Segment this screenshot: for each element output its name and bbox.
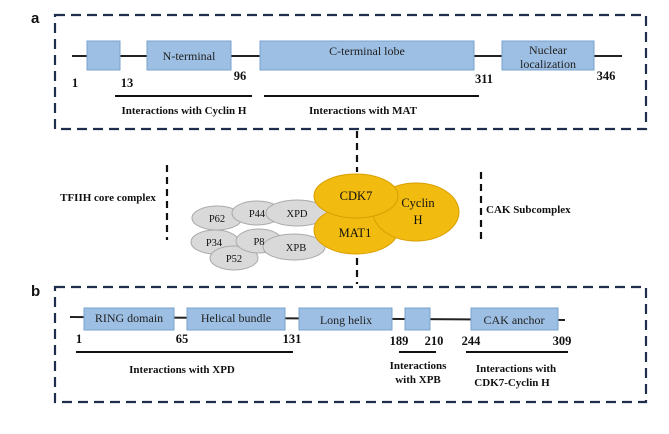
- panel-a-num-13: 13: [121, 76, 134, 90]
- protein-p52-label: P52: [226, 254, 242, 265]
- panel-b-interaction-cak-2: CDK7-Cyclin H: [474, 377, 550, 389]
- panel-a-letter: a: [31, 10, 40, 27]
- protein-cdk7-label: CDK7: [340, 189, 373, 203]
- protein-cdk7: [313, 173, 399, 219]
- protein-cyclin-h-label: H: [413, 213, 422, 227]
- panel-b-interaction-cak-1: Interactions with: [476, 363, 556, 375]
- panel-a-frame: [53, 13, 648, 131]
- panel-a-interaction-mat: Interactions with MAT: [309, 105, 418, 117]
- panel-b-num-244: 244: [462, 334, 482, 348]
- panel-b-num-1: 1: [76, 332, 82, 346]
- panel-b-num-210: 210: [425, 334, 444, 348]
- protein-p34-label: P34: [206, 238, 223, 249]
- protein-mat1-label: MAT1: [339, 226, 372, 240]
- protein-p44-label: P44: [249, 209, 266, 220]
- cak-subcomplex-label: CAK Subcomplex: [486, 204, 571, 216]
- panel-a-domain-nuclear: [501, 40, 595, 71]
- panel-a-domain-n-terminal: [146, 40, 232, 71]
- panel-b-domain-small: [404, 307, 431, 331]
- panel-b-num-65: 65: [176, 332, 189, 346]
- core-complex-label: TFIIH core complex: [60, 192, 156, 204]
- panel-b-interaction-xpb-1: Interactions: [390, 360, 448, 372]
- panel-a-num-1: 1: [72, 76, 78, 90]
- panel-a-domain-nuclear-label-2: localization: [520, 57, 576, 71]
- panel-b-interaction-xpd: Interactions with XPD: [129, 364, 235, 376]
- protein-xpd-label: XPD: [286, 209, 307, 220]
- panel-a-domain-nuclear-label-1: Nuclear: [529, 43, 567, 57]
- panel-b-domain-helical-label: Helical bundle: [201, 311, 271, 325]
- panel-b-letter: b: [31, 283, 40, 300]
- panel-b-domain-long-helix-label: Long helix: [320, 313, 372, 327]
- panel-b-num-309: 309: [553, 334, 572, 348]
- panel-b-domain-cak-anchor-label: CAK anchor: [484, 313, 545, 327]
- panel-b-frame: [53, 285, 648, 404]
- panel-a-domain-n-terminal-label: N-terminal: [163, 49, 216, 63]
- panel-a-domain-small: [86, 40, 121, 71]
- protein-cyclin-label: Cyclin: [401, 196, 435, 210]
- protein-p8-label: P8: [253, 237, 264, 248]
- protein-p62-label: P62: [209, 214, 225, 225]
- panel-b-domain-ring: [83, 307, 175, 331]
- panel-a-domain-c-terminal: [259, 40, 475, 71]
- protein-xpb-label: XPB: [286, 243, 306, 254]
- panel-b-domain-cak-anchor: [470, 307, 559, 331]
- panel-b-domain-ring-label: RING domain: [95, 311, 163, 325]
- panel-a-interaction-cyclin-h: Interactions with Cyclin H: [122, 105, 247, 117]
- panel-b-interaction-xpb-2: with XPB: [395, 374, 441, 386]
- panel-a-num-96: 96: [234, 69, 247, 83]
- panel-b-domain-helical: [186, 307, 286, 331]
- panel-a-num-346: 346: [597, 69, 616, 83]
- panel-b-num-131: 131: [283, 332, 302, 346]
- panel-a-domain-c-terminal-label: C-terminal lobe: [329, 44, 405, 58]
- protein-xpb: [262, 233, 326, 261]
- panel-b-num-189: 189: [390, 334, 409, 348]
- panel-a-num-311: 311: [475, 72, 493, 86]
- panel-b-domain-long-helix: [298, 307, 393, 331]
- protein-p52: [209, 245, 259, 271]
